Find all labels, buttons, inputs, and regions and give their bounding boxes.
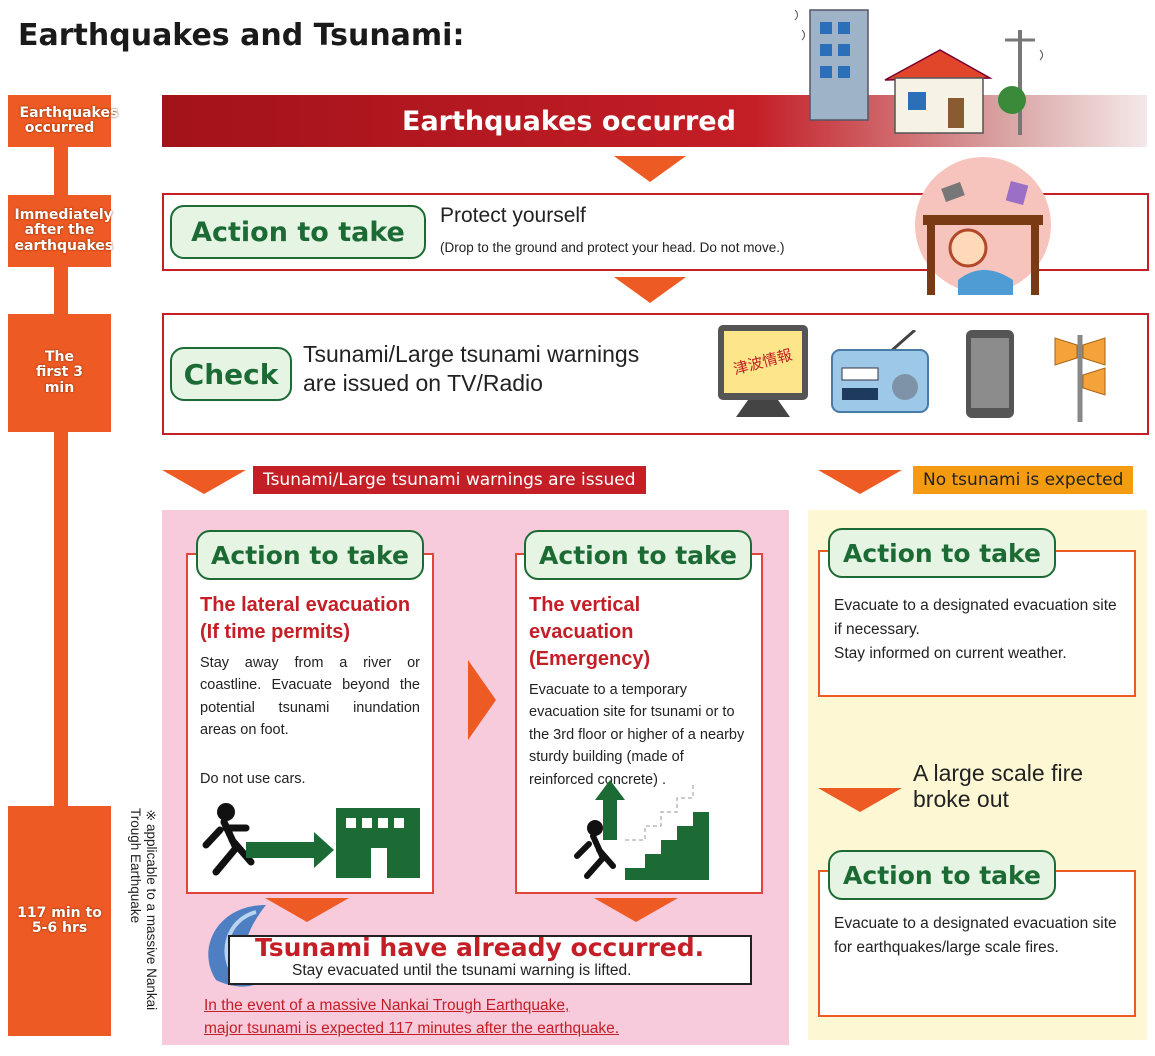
warnings-issued-label: Tsunami/Large tsunami warnings are issue…	[253, 466, 646, 494]
arrow-down	[162, 470, 246, 494]
radio-icon	[831, 330, 929, 413]
tsunami-headline: Tsunami have already occurred.	[255, 933, 705, 962]
check-text: Tsunami/Large tsunami warnings are issue…	[303, 340, 639, 398]
smartphone-icon	[966, 330, 1014, 418]
no-tsunami-label: No tsunami is expected	[913, 466, 1134, 494]
no-tsunami-line2: Stay informed on current weather.	[834, 645, 1067, 663]
stairs-icon	[574, 780, 709, 880]
arrow-down	[818, 470, 902, 494]
no-tsunami-line1: Evacuate to a designated evacuation site…	[834, 597, 1117, 639]
no-tsunami-content: Evacuate to a designated evacuation site…	[834, 594, 1124, 666]
check-badge: Check	[170, 347, 292, 401]
timeline-immediately-after: Immediately after the earthquakes	[8, 195, 113, 267]
arrow-down	[594, 898, 678, 922]
action-to-take-badge: Action to take	[828, 528, 1056, 578]
vertical-content: The vertical evacuation (Emergency) Evac…	[529, 592, 749, 791]
protect-yourself-detail: (Drop to the ground and protect your hea…	[440, 240, 785, 255]
person-under-desk-icon	[915, 157, 1051, 295]
tsunami-subtext: Stay evacuated until the tsunami warning…	[292, 962, 632, 979]
vertical-text: Evacuate to a temporary evacuation site …	[529, 682, 745, 788]
arrow-down	[614, 277, 686, 303]
timeline-earthquakes-occurred: Earthquakes occurred	[8, 95, 118, 147]
fire-label-line2: broke out	[913, 786, 1009, 813]
arrow-down	[818, 788, 902, 812]
vertical-heading-line2: (Emergency)	[529, 648, 651, 670]
lateral-content: The lateral evacuation (If time permits)…	[200, 592, 420, 790]
vertical-heading-line1: The vertical evacuation	[529, 594, 641, 643]
nankai-note: In the event of a massive Nankai Trough …	[204, 994, 619, 1041]
lateral-heading-line1: The lateral evacuation	[200, 594, 411, 616]
check-text-line2: are issued on TV/Radio	[303, 369, 543, 396]
lateral-no-cars: Do not use cars.	[200, 770, 306, 787]
fire-text: Evacuate to a designated evacuation site…	[834, 915, 1117, 957]
action-to-take-badge: Action to take	[196, 530, 424, 580]
action-to-take-badge: Action to take	[170, 205, 426, 259]
arrow-down	[265, 898, 349, 922]
arrow-right	[468, 660, 496, 740]
lateral-text: Stay away from a river or coastline. Eva…	[200, 655, 420, 739]
timeline-first-3min: The first 3 min	[8, 314, 111, 432]
arrow-down	[614, 156, 686, 182]
running-person-icon	[202, 803, 420, 878]
timeline-later: 117 min to 5-6 hrs	[8, 806, 111, 1036]
action-to-take-badge: Action to take	[524, 530, 752, 580]
nankai-note-line1: In the event of a massive Nankai Trough …	[204, 997, 570, 1014]
tv-icon: 津波情報	[718, 325, 808, 417]
building-house-quake-icon	[794, 9, 1043, 135]
page-title: Earthquakes and Tsunami:	[18, 18, 465, 53]
lateral-heading-line2: (If time permits)	[200, 621, 351, 643]
nankai-note-line2: major tsunami is expected 117 minutes af…	[204, 1020, 619, 1038]
check-text-line1: Tsunami/Large tsunami warnings	[303, 341, 640, 367]
protect-yourself-headline: Protect yourself	[440, 204, 586, 227]
vertical-evacuation-card	[515, 553, 763, 894]
fire-label: A large scale fire broke out	[913, 760, 1083, 813]
nankai-side-note: ※applicable to a massive Nankai Trough E…	[127, 808, 159, 1011]
fire-label-line1: A large scale fire	[913, 760, 1084, 786]
tsunami-occurred-box	[228, 935, 752, 985]
action-to-take-badge: Action to take	[828, 850, 1056, 900]
loudspeaker-icon	[1054, 335, 1106, 422]
